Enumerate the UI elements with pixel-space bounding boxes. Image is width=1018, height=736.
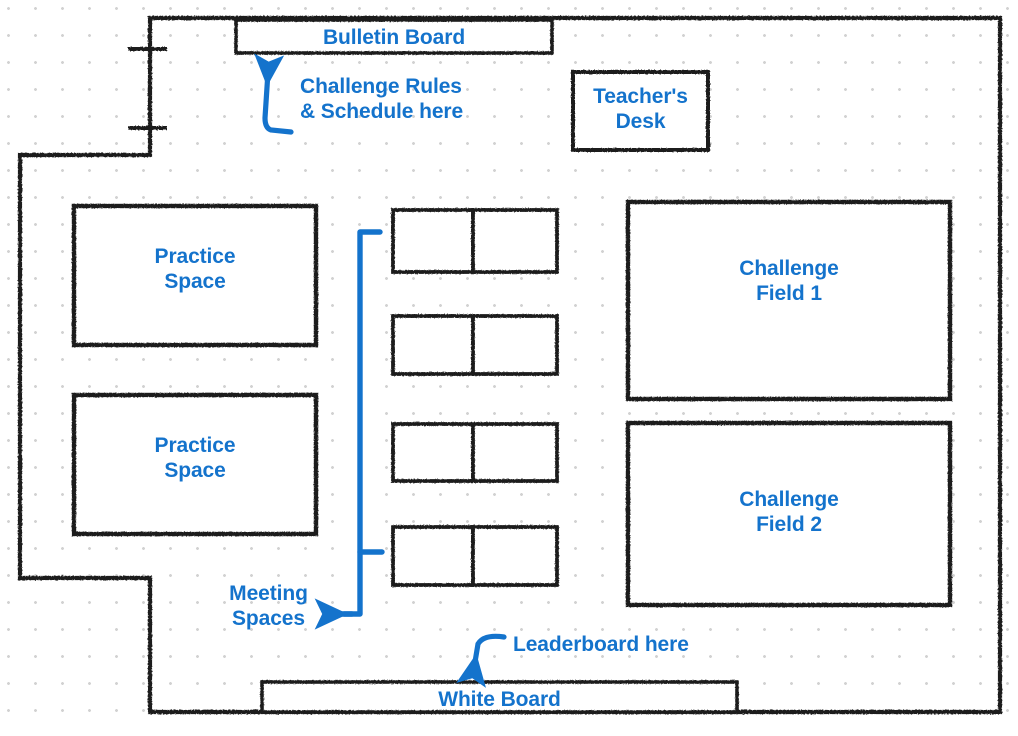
practice-space-2-shape: [71, 392, 319, 537]
meeting-table-pair-1-shape: [391, 208, 559, 274]
bulletin-board-shape: [234, 18, 554, 55]
white-board-shape: [260, 680, 739, 714]
leaderboard-arrow: [456, 633, 507, 688]
meeting-table-pair-4-shape: [391, 525, 559, 587]
challenge-field-2-shape: [625, 420, 953, 608]
room-wall-outline: [17, 15, 1003, 715]
practice-space-1-shape: [71, 203, 319, 348]
meeting-table-pair-2-shape: [391, 314, 559, 376]
teachers-desk-shape: [571, 70, 710, 152]
meeting-table-pair-3-shape: [391, 422, 559, 483]
challenge-rules-arrow: [254, 53, 294, 135]
challenge-field-1-shape: [625, 199, 953, 402]
meeting-spaces-bracket: [341, 229, 385, 617]
